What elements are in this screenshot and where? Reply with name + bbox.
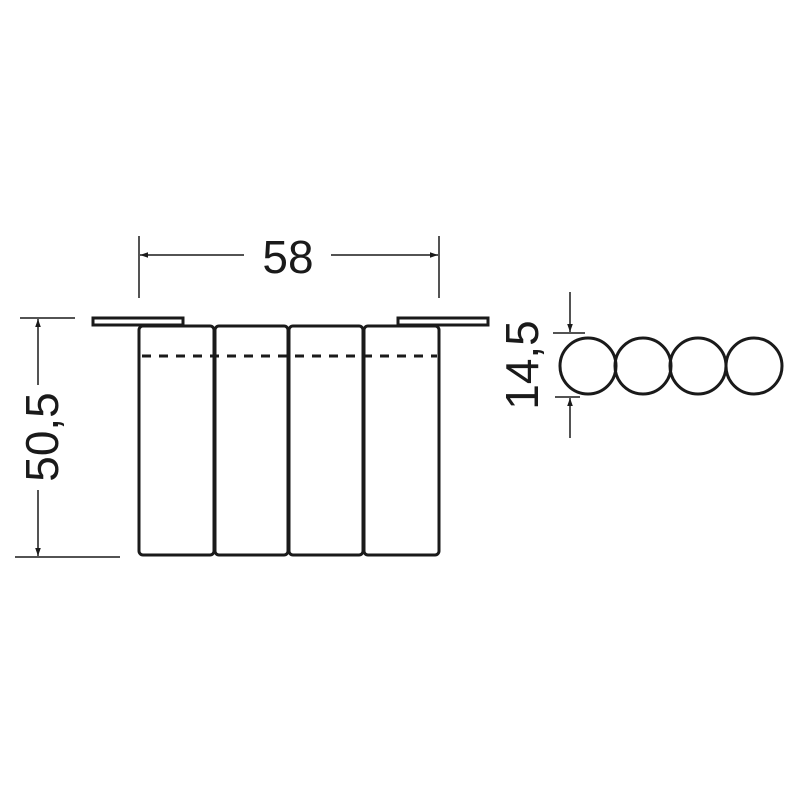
diameter-label: 14,5 [496,320,548,410]
height-label: 50,5 [16,392,68,482]
cell-circle [613,336,673,396]
left-tab [91,316,185,327]
cell-circle [668,336,728,396]
cell [213,324,290,557]
cell [287,324,365,557]
cell [362,324,441,557]
diameter-dimension [553,292,585,438]
right-tab [396,316,490,327]
cells-side-view [137,324,441,557]
cell [137,324,216,557]
width-dimension [138,236,440,298]
cell-circle [724,336,784,396]
height-dimension [15,317,120,558]
cell-circle [558,336,618,396]
width-label: 58 [262,231,313,283]
cells-top-view [558,336,784,396]
